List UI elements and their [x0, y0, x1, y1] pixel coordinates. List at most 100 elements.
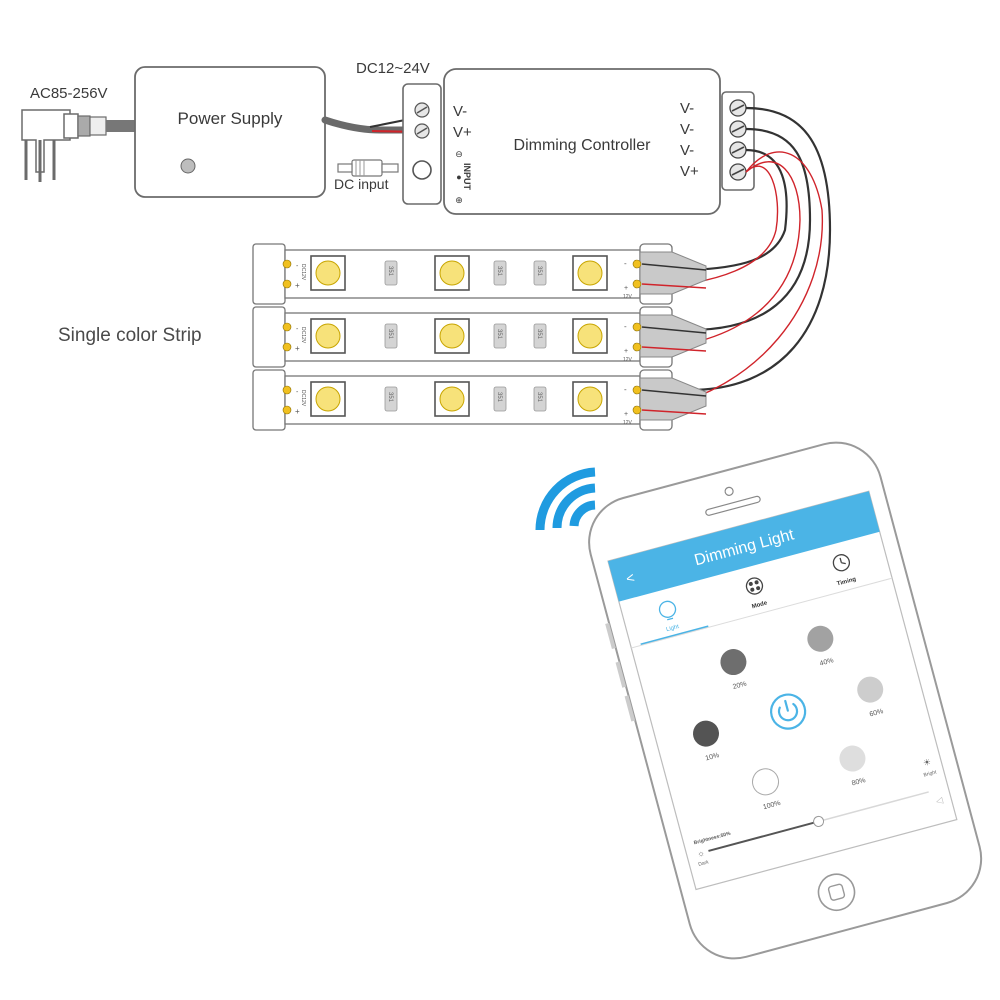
level-button[interactable]: 20% — [718, 646, 754, 692]
power-button[interactable] — [767, 691, 809, 733]
clock-icon — [832, 554, 851, 572]
controller-out-label: V- — [680, 121, 694, 138]
ac-input-label: AC85-256V — [30, 85, 108, 102]
controller-label: Dimming Controller — [514, 137, 652, 154]
home-button[interactable] — [814, 870, 858, 914]
input-polarity-plus: ⊕ — [455, 195, 463, 205]
led-icon — [439, 260, 465, 286]
output-screw-icon — [729, 141, 747, 159]
phone-side-button — [605, 622, 616, 650]
dc-input-label: DC input — [334, 176, 389, 192]
level-label: 100% — [762, 800, 781, 811]
tab-divider — [631, 577, 893, 649]
led-icon — [315, 386, 341, 412]
strip-wire — [641, 409, 707, 415]
output-wires — [639, 106, 832, 413]
level-label: 80% — [851, 777, 866, 787]
pad-plus: + — [624, 348, 628, 355]
resistor-code: 351 — [387, 266, 393, 277]
slider-thumb[interactable] — [812, 815, 825, 827]
tab-light[interactable]: Light — [632, 593, 709, 646]
pad-minus: - — [624, 259, 627, 268]
tab-mode[interactable]: Mode — [745, 576, 769, 610]
resistor — [493, 386, 507, 412]
solder-pad — [282, 259, 292, 269]
level-label: 10% — [705, 752, 720, 762]
strip-end-cap — [252, 243, 286, 305]
phone-side-button — [624, 695, 636, 722]
bulb-icon — [658, 600, 677, 618]
phone-camera-icon — [724, 486, 734, 496]
tab-light-label: Light — [666, 624, 680, 633]
led-icon — [439, 386, 465, 412]
dark-label: Dark — [698, 859, 710, 868]
solder-pad — [632, 279, 642, 289]
level-label: 20% — [732, 681, 747, 691]
controller-in-plus: V+ — [453, 124, 472, 141]
solder-pad — [632, 385, 642, 395]
end-voltage-label: 12V — [623, 357, 633, 363]
led-icon — [577, 323, 603, 349]
pad-plus: + — [624, 411, 628, 418]
strip-plug — [639, 377, 707, 421]
pad-plus: + — [624, 285, 628, 292]
led-icon — [315, 260, 341, 286]
solder-pad — [282, 322, 292, 332]
solder-pad — [282, 342, 292, 352]
power-supply-label: Power Supply — [178, 109, 283, 128]
solder-pad — [632, 405, 642, 415]
level-button[interactable]: 40% — [804, 623, 840, 669]
app-back-button[interactable]: < — [624, 569, 636, 587]
pad-minus: - — [296, 326, 299, 333]
resistor — [493, 260, 507, 286]
sun-icon: ☀ — [922, 757, 932, 769]
controller-out-label: V- — [680, 142, 694, 159]
smartphone: < Dimming Light Light Mode Timing 20% — [588, 441, 983, 960]
controller-out-label: V- — [680, 100, 694, 117]
solder-pad — [632, 259, 642, 269]
dc-range-label: DC12~24V — [356, 60, 430, 77]
level-button[interactable]: 80% — [837, 743, 873, 789]
led-icon — [439, 323, 465, 349]
input-screw-icon — [414, 102, 430, 118]
level-label: 40% — [819, 657, 834, 667]
strip-plug — [639, 251, 707, 295]
phone-speaker-icon — [705, 495, 761, 516]
input-screw-icon — [414, 123, 430, 139]
resistor-code: 351 — [496, 392, 502, 403]
resistor — [384, 260, 398, 286]
resistor — [384, 386, 398, 412]
mode-icon — [745, 577, 764, 595]
output-terminal-block — [721, 91, 755, 191]
bright-label: Bright — [923, 769, 938, 778]
output-screw-icon — [729, 163, 747, 181]
slider-fill — [708, 820, 819, 852]
tab-timing[interactable]: Timing — [830, 552, 857, 587]
moon-icon: ☼ — [696, 848, 705, 859]
level-button[interactable]: 100% — [750, 766, 786, 812]
strip-wire — [641, 326, 707, 334]
power-supply-box — [134, 66, 326, 198]
input-polarity-dot: ● — [456, 172, 461, 182]
resistor-code: 351 — [387, 392, 393, 403]
strip-plug — [639, 314, 707, 358]
dc-socket-icon — [412, 160, 432, 180]
strip-wire — [641, 346, 707, 352]
controller-in-minus: V- — [453, 103, 467, 120]
resistor — [533, 386, 547, 412]
led-icon — [577, 260, 603, 286]
level-label: 60% — [869, 708, 884, 718]
level-button[interactable]: 10% — [690, 718, 726, 764]
level-button[interactable]: 60% — [854, 674, 890, 720]
strip-voltage-label: DC12V — [300, 264, 306, 281]
strip-end-cap — [252, 369, 286, 431]
phone-side-button — [615, 661, 627, 688]
volume-icon: ◁ — [935, 795, 944, 806]
pad-minus: - — [296, 263, 299, 270]
resistor — [533, 323, 547, 349]
